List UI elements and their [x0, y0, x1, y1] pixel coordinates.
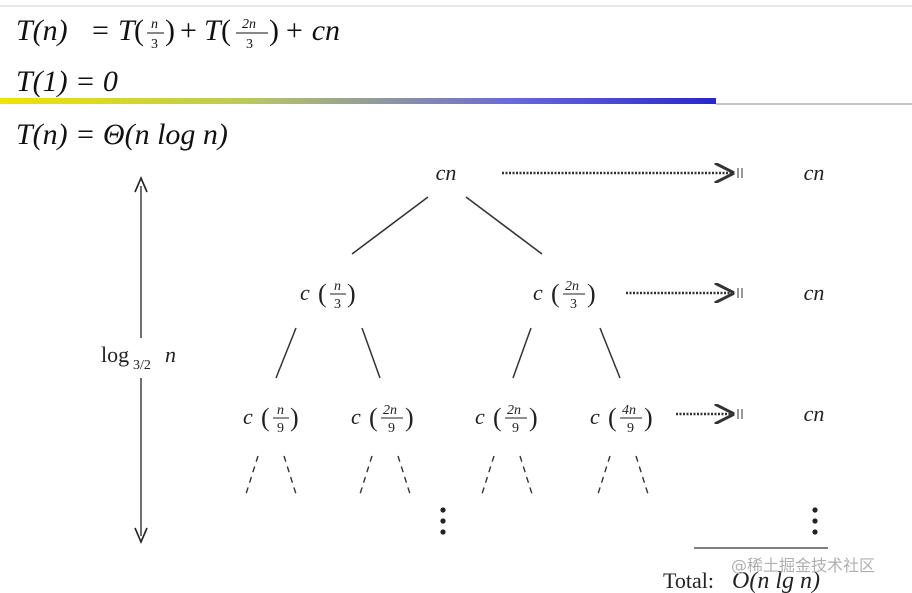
edge-l1-right-left — [512, 327, 532, 379]
node-frac-den: 9 — [512, 421, 519, 436]
result-equation: T(n) = Θ(n log n) — [16, 118, 228, 151]
row-cost-arrows — [502, 173, 732, 414]
node-frac-num: 2n — [565, 279, 579, 294]
edge-root-left — [351, 196, 429, 255]
svg-text:(: ( — [493, 403, 502, 432]
node-frac-num: n — [277, 403, 284, 418]
level2-node-4: c ( 4n 9 ) — [590, 403, 653, 436]
node-frac-den: 3 — [334, 297, 341, 312]
height-arrow-down-head — [134, 527, 148, 545]
height-label-log: log — [101, 342, 129, 367]
svg-text:(: ( — [318, 279, 327, 308]
height-label: log 3/2 n — [101, 342, 176, 373]
edge-l1-left-left — [275, 327, 297, 379]
node-frac-num: 2n — [507, 403, 521, 418]
edge-root-right — [465, 196, 543, 255]
svg-text:(: ( — [369, 403, 378, 432]
cost-vdots — [812, 507, 818, 535]
frac1-den: 3 — [151, 37, 158, 52]
frac2-den: 3 — [246, 37, 253, 52]
svg-text:(: ( — [134, 14, 144, 47]
recurrence-tail: + cn — [284, 14, 340, 47]
svg-text:): ) — [587, 279, 596, 308]
level1-node-left: c ( n 3 ) — [300, 279, 356, 312]
recurrence-t2: T — [204, 14, 223, 47]
tree-vdots — [440, 507, 446, 535]
height-label-var: n — [165, 342, 176, 367]
watermark: @稀土掘金技术社区 — [731, 556, 875, 575]
node-frac-num: 2n — [383, 403, 397, 418]
node-c: c — [533, 280, 543, 305]
node-frac-den: 9 — [627, 421, 634, 436]
node-frac-den: 9 — [388, 421, 395, 436]
height-label-sub: 3/2 — [133, 358, 151, 373]
svg-text:(: ( — [221, 14, 231, 47]
level2-node-1: c ( n 9 ) — [243, 403, 299, 436]
total-label: Total: — [663, 568, 714, 593]
node-frac-num: 4n — [622, 403, 636, 418]
node-frac-den: 9 — [277, 421, 284, 436]
recurrence-t1: T — [118, 14, 137, 47]
svg-text:(: ( — [261, 403, 270, 432]
recurrence-equation: T(n) = T ( n 3 ) + T ( 2n 3 ) + cn — [16, 14, 340, 52]
svg-text:): ) — [644, 403, 653, 432]
tree-root: cn — [436, 160, 457, 185]
edge-l1-right-right — [599, 327, 621, 379]
recurrence-plus: + — [180, 14, 197, 47]
frac2-num: 2n — [242, 17, 256, 32]
svg-text:): ) — [269, 14, 279, 47]
svg-text:(: ( — [608, 403, 617, 432]
level2-node-2: c ( 2n 9 ) — [351, 403, 414, 436]
node-c: c — [243, 404, 253, 429]
node-frac-num: n — [334, 279, 341, 294]
level2-continuation-edges — [245, 455, 649, 495]
row-cost-1: cn — [804, 280, 825, 305]
level2-node-3: c ( 2n 9 ) — [475, 403, 538, 436]
level1-node-right: c ( 2n 3 ) — [533, 279, 596, 312]
svg-text:): ) — [405, 403, 414, 432]
svg-text:(: ( — [551, 279, 560, 308]
svg-text:): ) — [165, 14, 175, 47]
row-cost-2: cn — [804, 401, 825, 426]
total-value: O(n lg n) — [732, 568, 820, 593]
total-line: Total: O(n lg n) — [663, 568, 820, 593]
height-arrow-up-head — [134, 175, 148, 193]
row-cost-0: cn — [804, 160, 825, 185]
node-c: c — [475, 404, 485, 429]
recurrence-lhs: T(n) — [16, 14, 68, 47]
base-case-equation: T(1) = 0 — [16, 65, 118, 98]
title-gradient-bar — [0, 98, 716, 104]
recurrence-equals: = — [92, 14, 109, 47]
svg-text:): ) — [290, 403, 299, 432]
node-c: c — [590, 404, 600, 429]
node-c: c — [300, 280, 310, 305]
edge-l1-left-right — [361, 327, 381, 379]
frac1-num: n — [151, 17, 158, 32]
node-frac-den: 3 — [570, 297, 577, 312]
node-c: c — [351, 404, 361, 429]
svg-text:): ) — [347, 279, 356, 308]
svg-text:): ) — [529, 403, 538, 432]
arrow-tail-ticks — [737, 168, 743, 419]
